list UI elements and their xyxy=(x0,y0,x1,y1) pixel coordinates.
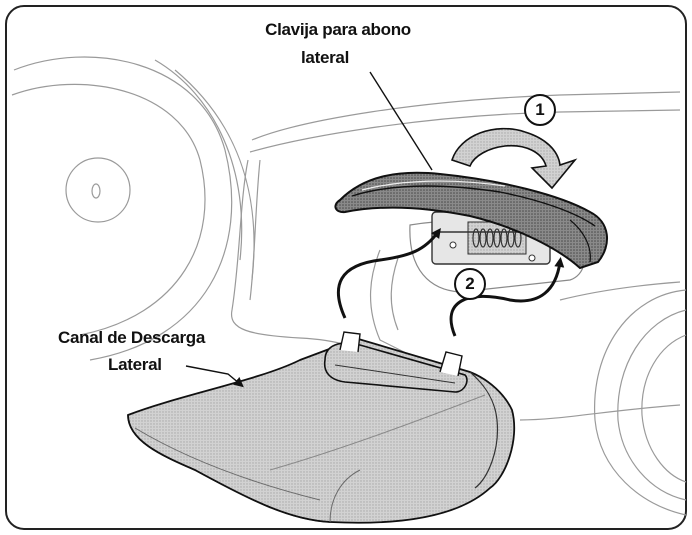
front-wheel-outline xyxy=(594,289,687,516)
chute-label-line1: Canal de Descarga xyxy=(58,328,206,347)
spring-coil xyxy=(472,228,522,248)
mulch-plug xyxy=(334,171,609,270)
plug-label-line2: lateral xyxy=(301,48,349,67)
discharge-chute xyxy=(127,331,516,524)
rear-wheel-outline xyxy=(11,56,255,361)
insertion-arrows xyxy=(336,227,565,337)
frame-border xyxy=(5,5,687,530)
leader-line-chute xyxy=(185,365,244,388)
plug-label-line1: Clavija para abono xyxy=(265,20,411,39)
chute-label-line2: Lateral xyxy=(108,355,162,374)
step-2-marker: 2 xyxy=(454,268,486,300)
rotation-arrow xyxy=(450,127,578,190)
leader-line-plug xyxy=(369,71,433,171)
step-1-marker: 1 xyxy=(524,94,556,126)
